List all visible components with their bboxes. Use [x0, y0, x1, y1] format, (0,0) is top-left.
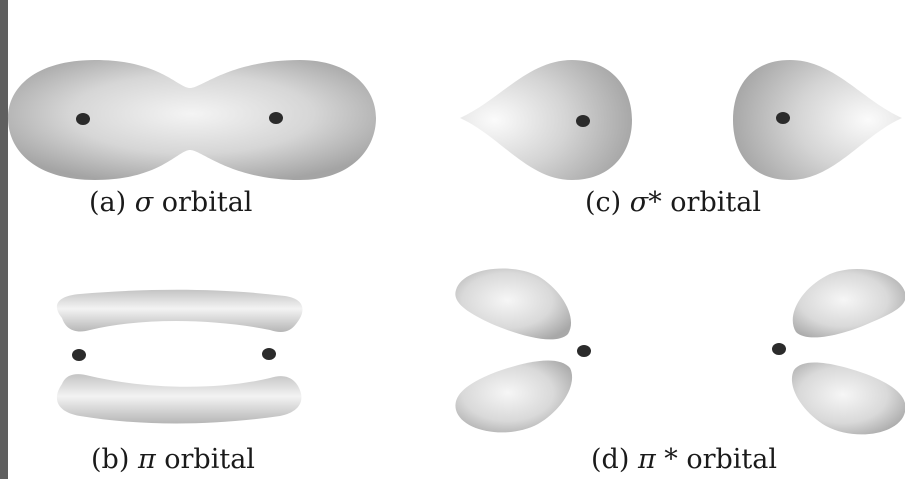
sigma-symbol: σ — [135, 187, 153, 218]
nucleus-dot — [72, 349, 86, 361]
pi-star-lower-left-lobe — [455, 360, 572, 432]
caption-suffix: * orbital — [656, 444, 777, 475]
caption-pi-orbital: (b) π orbital — [91, 444, 255, 475]
sigma-lobe-surface — [8, 60, 376, 180]
caption-sigma-star-orbital: (c) σ* orbital — [585, 187, 761, 218]
sigma-star-orbital-shape — [460, 60, 902, 180]
sigma-star-left-lobe — [460, 60, 632, 180]
sigma-symbol: σ — [630, 187, 648, 218]
sigma-orbital-shape — [8, 60, 376, 180]
nucleus-dot — [772, 343, 786, 355]
pi-lower-lobe — [57, 374, 302, 423]
nucleus-dot — [262, 348, 276, 360]
caption-prefix: (b) — [91, 444, 138, 475]
pi-symbol: π — [138, 444, 156, 475]
pi-symbol: π — [638, 444, 656, 475]
caption-prefix: (c) — [585, 187, 630, 218]
pi-upper-lobe — [57, 290, 303, 332]
nucleus-dot — [577, 345, 591, 357]
caption-sigma-orbital: (a) σ orbital — [89, 187, 252, 218]
caption-prefix: (a) — [89, 187, 135, 218]
nucleus-dot — [776, 112, 790, 124]
nucleus-dot — [76, 113, 90, 125]
pi-star-upper-left-lobe — [455, 268, 571, 339]
caption-suffix: orbital — [153, 187, 252, 218]
nucleus-dot — [269, 112, 283, 124]
pi-star-lower-right-lobe — [792, 362, 905, 434]
caption-pi-star-orbital: (d) π * orbital — [591, 444, 777, 475]
pi-star-orbital-shape — [455, 268, 905, 434]
caption-prefix: (d) — [591, 444, 638, 475]
caption-suffix: * orbital — [648, 187, 761, 218]
sigma-star-right-lobe — [733, 60, 902, 180]
nucleus-dot — [576, 115, 590, 127]
pi-orbital-shape — [57, 290, 303, 424]
pi-star-upper-right-lobe — [793, 269, 905, 337]
caption-suffix: orbital — [156, 444, 255, 475]
